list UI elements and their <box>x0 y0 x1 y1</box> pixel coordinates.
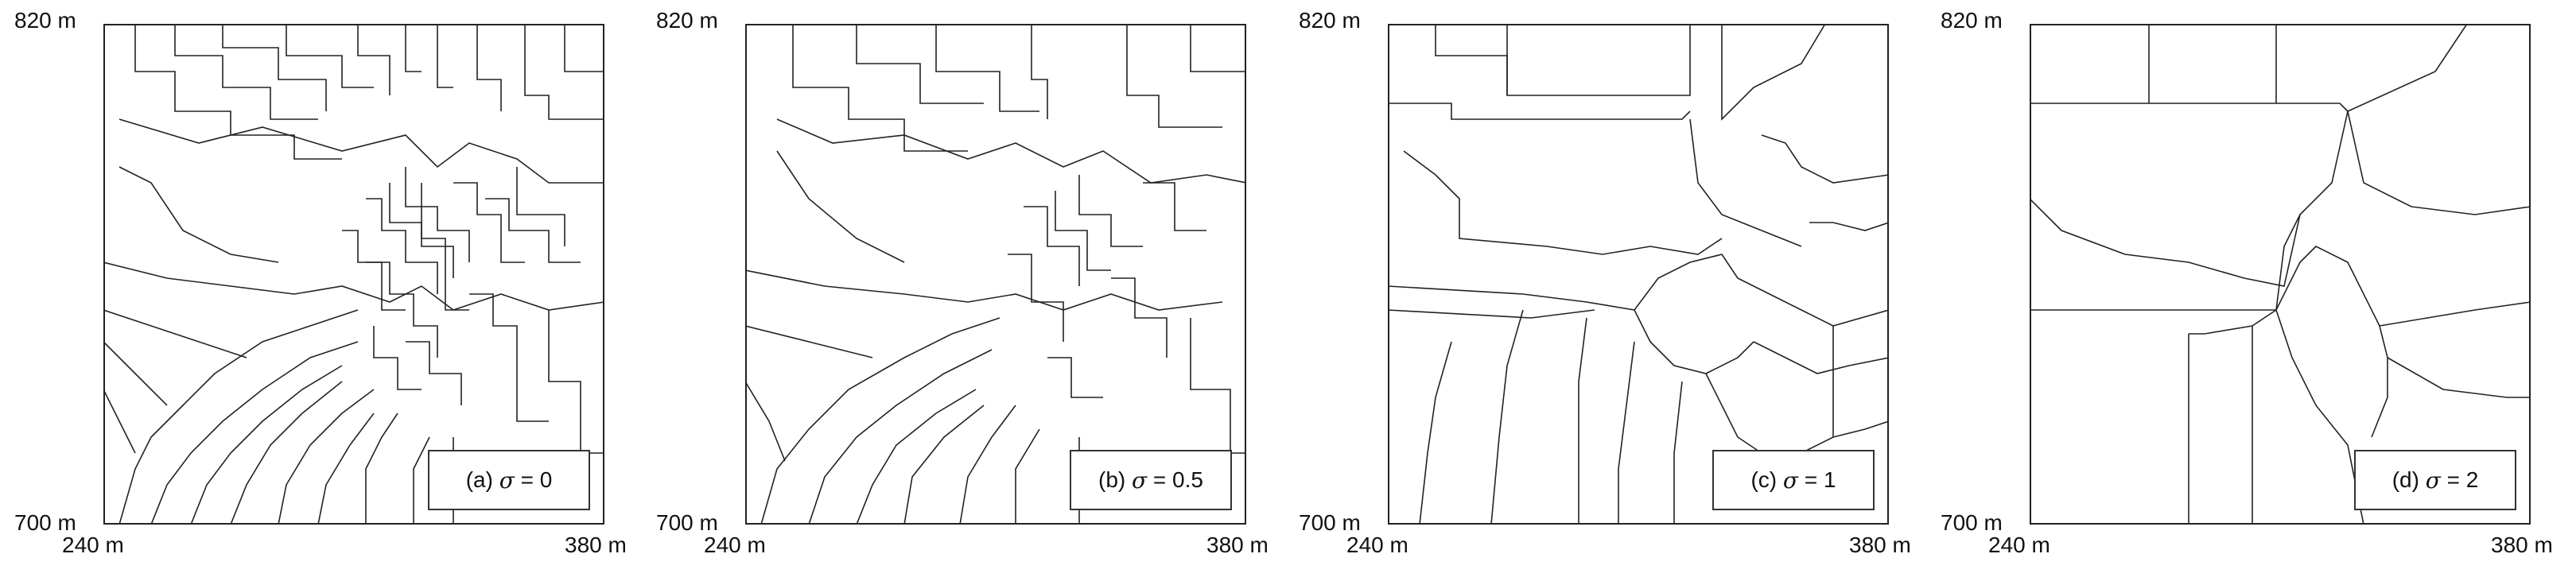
caption-b: (b) σ = 0.5 <box>1070 450 1232 510</box>
x-axis-right-label: 380 m <box>565 533 627 557</box>
caption-value: = 0 <box>520 467 553 492</box>
x-axis-left-label: 240 m <box>704 533 766 557</box>
caption-a: (a) σ = 0 <box>428 450 590 510</box>
caption-c: (c) σ = 1 <box>1712 450 1875 510</box>
caption-value: = 1 <box>1804 467 1836 492</box>
sigma-symbol: σ <box>499 467 515 494</box>
x-axis-left-label: 240 m <box>62 533 124 557</box>
x-axis-right-label: 380 m <box>1206 533 1269 557</box>
segmentation-map-d <box>2030 24 2531 525</box>
caption-prefix: (d) <box>2391 467 2419 492</box>
caption-d: (d) σ = 2 <box>2354 450 2516 510</box>
caption-value: = 2 <box>2446 467 2479 492</box>
segmentation-map-b <box>745 24 1246 525</box>
panel-b: 820 m 700 m 240 m 380 m (b) σ = 0.5 <box>656 8 1269 557</box>
y-axis-top-label: 820 m <box>656 8 718 33</box>
y-axis-bottom-label: 700 m <box>656 510 718 535</box>
caption-prefix: (b) <box>1098 467 1126 492</box>
caption-prefix: (a) <box>465 467 493 492</box>
panel-c: 820 m 700 m 240 m 380 m (c) σ = 1 <box>1299 8 1911 557</box>
x-axis-right-label: 380 m <box>1849 533 1911 557</box>
segmentation-map-a <box>103 24 604 525</box>
y-axis-bottom-label: 700 m <box>1941 510 2003 535</box>
x-axis-right-label: 380 m <box>2491 533 2553 557</box>
caption-prefix: (c) <box>1750 467 1778 492</box>
sigma-symbol: σ <box>2425 467 2441 494</box>
sigma-symbol: σ <box>1132 467 1148 494</box>
panel-d: 820 m 700 m 240 m 380 m (d) σ = 2 <box>1941 8 2553 557</box>
x-axis-left-label: 240 m <box>1988 533 2050 557</box>
panel-a: 820 m 700 m 240 m 380 m (a) σ = 0 <box>14 8 627 557</box>
y-axis-top-label: 820 m <box>1299 8 1361 33</box>
y-axis-top-label: 820 m <box>14 8 76 33</box>
y-axis-top-label: 820 m <box>1941 8 2003 33</box>
caption-value: = 0.5 <box>1152 467 1203 492</box>
x-axis-left-label: 240 m <box>1346 533 1408 557</box>
sigma-symbol: σ <box>1782 467 1799 494</box>
segmentation-map-c <box>1388 24 1889 525</box>
y-axis-bottom-label: 700 m <box>1299 510 1361 535</box>
y-axis-bottom-label: 700 m <box>14 510 76 535</box>
